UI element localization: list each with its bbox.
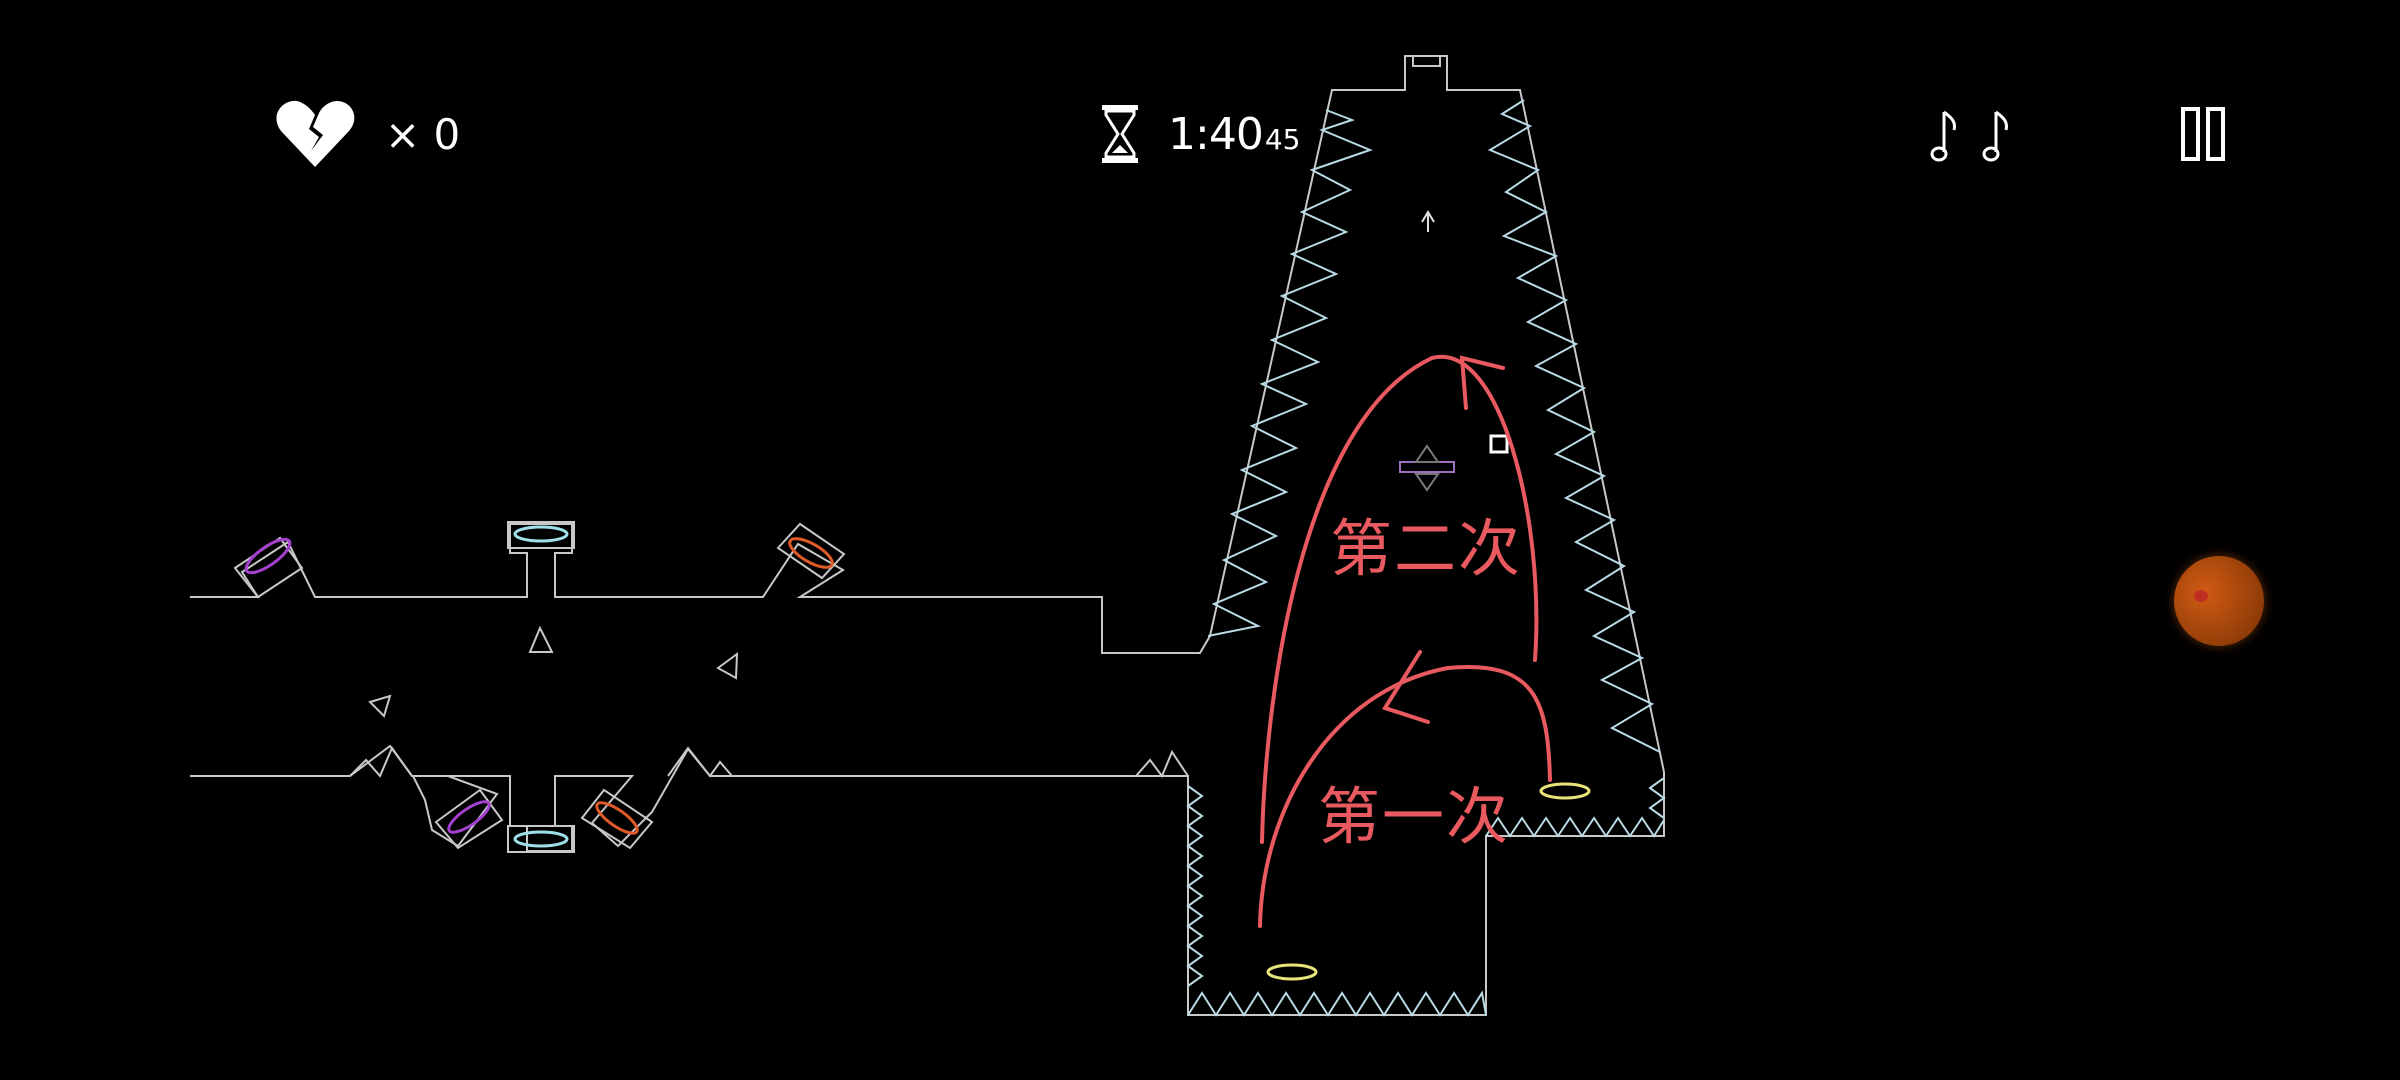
lives-count: × 0 [385, 109, 461, 159]
music-note-icon [1930, 110, 1956, 162]
music-note-icon [1982, 110, 2008, 162]
purple-moving-platform [1399, 444, 1455, 492]
annotation-path-first [1258, 650, 1552, 928]
tower-right-spikes [1487, 99, 1661, 753]
pause-button[interactable] [2180, 106, 2228, 162]
pit-floor-spikes [1186, 777, 1666, 1017]
player-square [1489, 434, 1509, 454]
portal-purple-upper [233, 536, 304, 599]
timer-main: 1:40 [1168, 108, 1264, 160]
collectible-notes [1930, 108, 2012, 164]
annotation-second-label: 第二次 [1330, 512, 1523, 585]
broken-heart-icon [276, 100, 355, 167]
tower-left-spikes [1207, 109, 1373, 637]
portal-purple-lower [434, 788, 504, 850]
jump-button-highlight [2194, 590, 2208, 602]
portal-orange-lower [580, 788, 654, 850]
hourglass-icon [1102, 105, 1138, 163]
annotation-path-second [1260, 354, 1539, 844]
pause-icon [2181, 107, 2225, 161]
level-timer: 1:40 45 [1100, 98, 1300, 170]
portal-yellow-ledge [1539, 782, 1591, 800]
timer-fraction: 45 [1264, 122, 1301, 156]
portal-cyan-top [507, 521, 575, 549]
lives-counter: × 0 [275, 98, 460, 170]
jump-button[interactable] [2174, 556, 2264, 646]
exit-arrow-marker [1421, 210, 1435, 232]
portal-orange-upper [776, 522, 846, 580]
portal-cyan-bottom [507, 825, 575, 853]
portal-yellow-pit [1266, 963, 1318, 981]
annotation-first-label: 第一次 [1318, 780, 1511, 853]
floating-triangles [368, 625, 739, 718]
corridor-spikes [349, 745, 1189, 778]
